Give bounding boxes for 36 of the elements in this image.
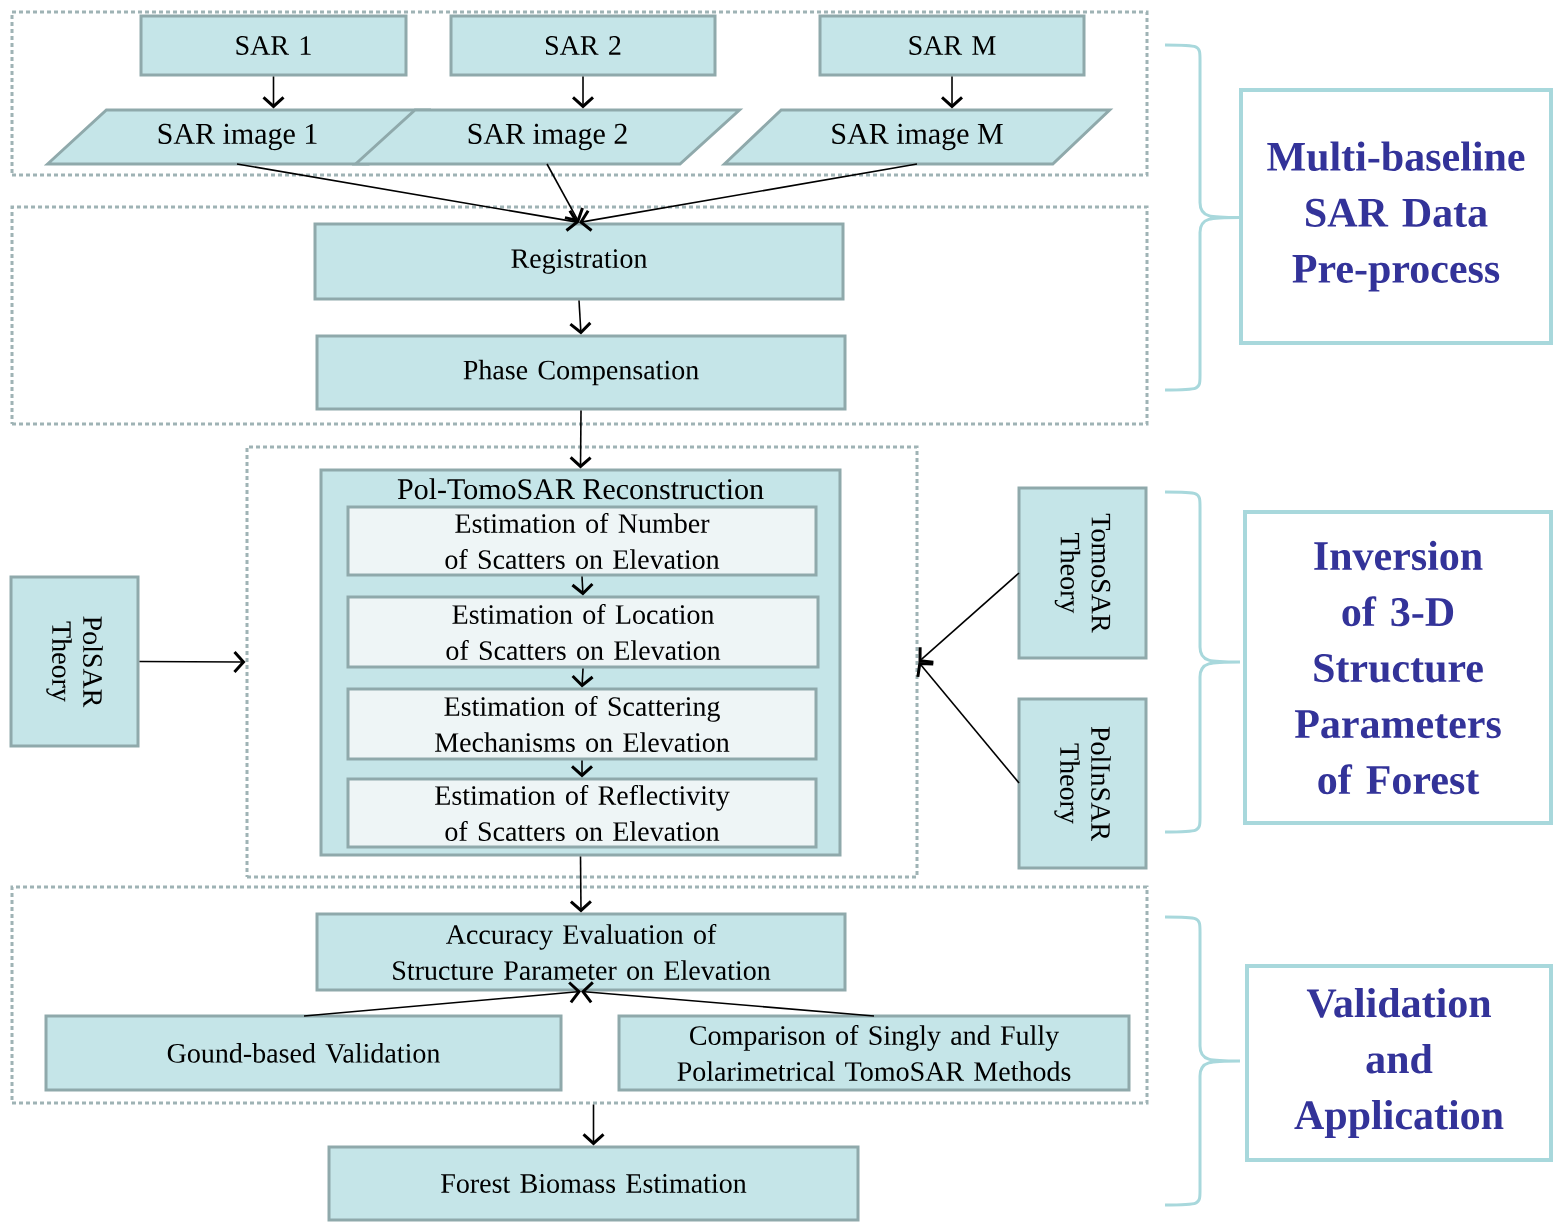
arrow [569, 855, 592, 913]
theory-box: TomoSAR Theory [1017, 486, 1148, 660]
arrow [916, 662, 1020, 784]
arrow [941, 75, 963, 109]
process-box: SAR M [818, 14, 1086, 77]
process-box: Estimation of Number of Scatters on Elevation [346, 505, 818, 577]
arrow [303, 981, 581, 1017]
process-box: SAR 1 [139, 14, 408, 77]
process-box: Forest Biomass Estimation [327, 1145, 860, 1222]
process-box: Estimation of Reflectivity of Scatters on Elevation [346, 777, 818, 849]
process-box: Gound-based Validation [44, 1014, 563, 1092]
theory-box: PolSAR Theory [9, 575, 140, 748]
stage-box: Multi-baseline SAR Data Pre-process [1239, 88, 1553, 345]
arrow [569, 409, 592, 469]
theory-box: PolInSAR Theory [1017, 697, 1148, 870]
stage-box: Validation and Application [1245, 964, 1553, 1162]
arrow [582, 1103, 605, 1146]
process-box: Comparison of Singly and Fully Polarimetrical TomoSAR Methods [617, 1014, 1131, 1092]
arrow [138, 650, 246, 673]
arrow [262, 75, 285, 109]
dotted-frame [10, 885, 1149, 1105]
process-box: Registration [313, 222, 845, 301]
arrow [581, 981, 875, 1017]
dotted-frame [10, 205, 1149, 426]
arrow [918, 572, 1020, 664]
process-box: Phase Compensation [315, 334, 847, 411]
process-box: Accuracy Evaluation of Structure Parameter on Elevation [315, 912, 847, 992]
dotted-frame [245, 445, 919, 879]
process-box: SAR 2 [449, 14, 717, 77]
stage-box: Inversion of 3-D Structure Parameters of Forest [1243, 510, 1553, 825]
arrow [546, 163, 584, 223]
arrow [572, 75, 594, 109]
dotted-frame [10, 10, 1149, 177]
arrow [569, 299, 592, 335]
process-box: Estimation of Scattering Mechanisms on Elevation [346, 687, 818, 761]
process-box: Estimation of Location of Scatters on Elevation [346, 595, 820, 669]
